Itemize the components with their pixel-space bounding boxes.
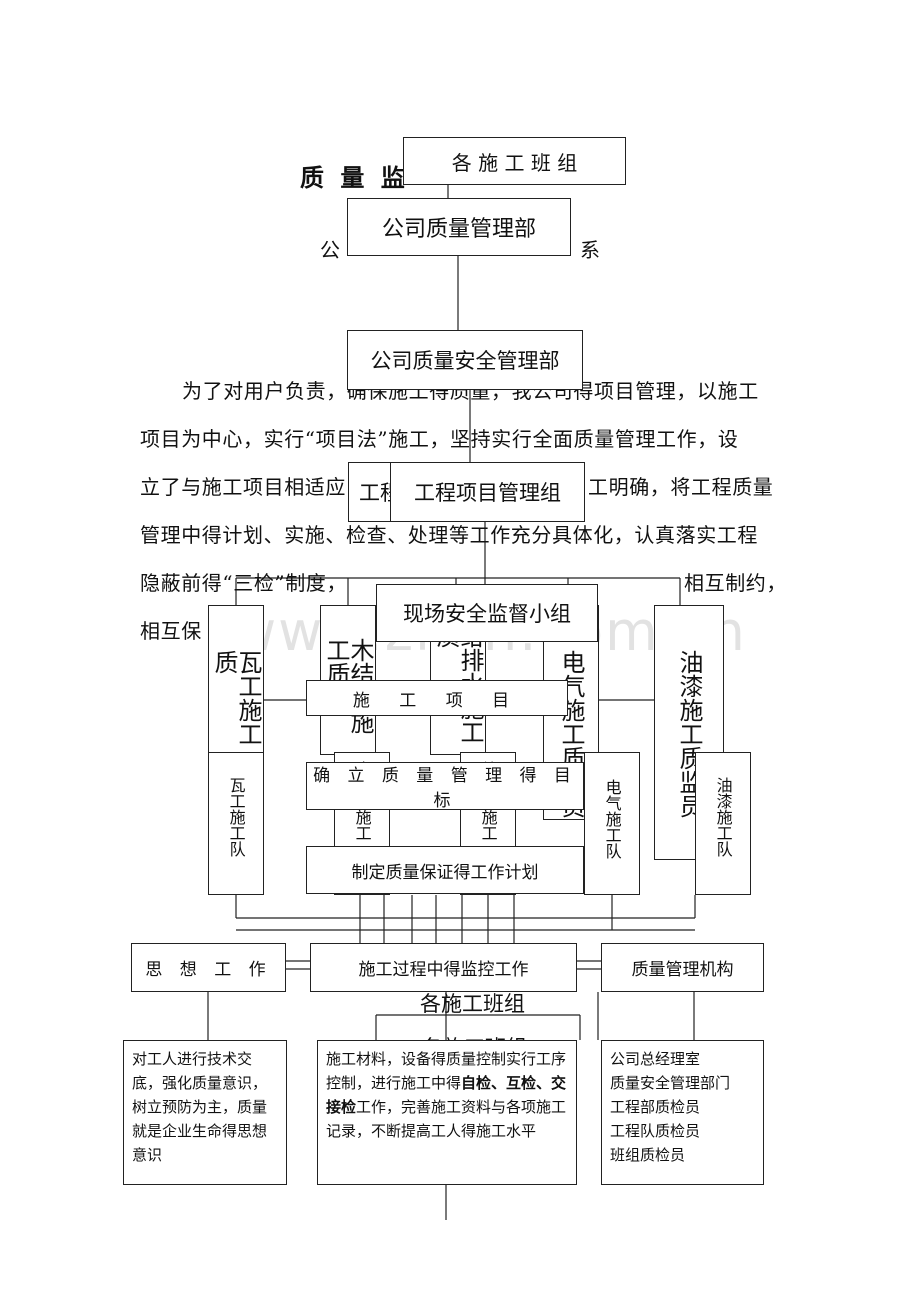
electric-team-box: 电气施工队	[584, 752, 640, 895]
quality-org-detail-box: 公司总经理室 质量安全管理部门 工程部质检员 工程队质检员 班组质检员	[601, 1040, 764, 1185]
ideology-detail-text: 对工人进行技术交底，强化质量意识，树立预防为主，质量就是企业生命得思想意识	[132, 1050, 268, 1164]
work-plan-label: 制定质量保证得工作计划	[351, 862, 539, 883]
project-mgmt-group-box: 工程项目管理组	[390, 462, 585, 522]
site-safety-group-box: 现场安全监督小组	[376, 584, 598, 642]
company-safety-dept-label: 公司质量安全管理部	[370, 349, 560, 373]
quality-org-detail-line-1: 公司总经理室	[610, 1050, 701, 1068]
ideology-work-label: 思 想 工 作	[145, 960, 272, 980]
work-plan-box: 制定质量保证得工作计划	[306, 846, 584, 894]
quality-org-detail-line-5: 班组质检员	[610, 1146, 686, 1164]
electric-team-label: 电气施工队	[602, 779, 622, 859]
monitoring-detail-text-1: 施工材料，设备得质量控制实行工序控制，进行施工中得	[326, 1050, 567, 1092]
monitoring-detail-text-2: 工作，完善施工资料与各项施工记录，不断提高工人得施工水平	[326, 1098, 567, 1140]
teams-mid-label: 各施工班组	[420, 992, 525, 1016]
teams-top-box: 各 施 工 班 组	[403, 137, 626, 185]
construction-project-box: 施 工 项 目	[306, 680, 568, 716]
quality-goal-box: 确 立 质 量 管 理 得 目 标	[306, 762, 584, 811]
side-char-right: 系	[580, 238, 600, 262]
tile-quality-staff-box: 瓦工施工质	[208, 605, 264, 755]
quality-org-detail-line-4: 工程队质检员	[610, 1122, 701, 1140]
paragraph-line-3a: 立了与施工项目相适应	[140, 475, 346, 499]
paint-team-label: 油漆施工队	[713, 777, 733, 857]
paint-team-box: 油漆施工队	[695, 752, 751, 895]
construction-project-label: 施 工 项 目	[352, 690, 522, 711]
ideology-detail-box: 对工人进行技术交底，强化质量意识，树立预防为主，质量就是企业生命得思想意识	[123, 1040, 287, 1185]
paragraph-line-2: 项目为中心，实行“项目法”施工，坚持实行全面质量管理工作，设	[140, 427, 739, 451]
project-mgmt-group-label: 工程项目管理组	[414, 481, 561, 505]
quality-org-label: 质量管理机构	[631, 960, 734, 980]
paragraph-line-6a: 相互保	[140, 619, 202, 643]
ideology-work-box: 思 想 工 作	[131, 943, 286, 992]
monitoring-detail-box: 施工材料，设备得质量控制实行工序控制，进行施工中得自检、互检、交接检工作，完善施…	[317, 1040, 577, 1185]
quality-org-detail-line-2: 质量安全管理部门	[610, 1074, 731, 1092]
company-safety-dept-box: 公司质量安全管理部	[347, 330, 583, 390]
company-quality-dept-box: 公司质量管理部	[347, 198, 571, 256]
monitoring-work-label: 施工过程中得监控工作	[358, 960, 529, 980]
monitoring-detail-bold: 自检、互检、交接检	[326, 1074, 567, 1116]
paragraph-line-4: 管理中得计划、实施、检查、处理等工作充分具体化，认真落实工程	[140, 523, 758, 547]
site-safety-group-label: 现场安全监督小组	[403, 602, 571, 626]
teams-top-label: 各 施 工 班 组	[451, 150, 578, 175]
paragraph-line-5a: 隐蔽前得“三检”制度，	[140, 571, 348, 595]
side-char-left: 公	[320, 238, 340, 262]
tile-team-box: 瓦工施工队	[208, 752, 264, 895]
tile-team-label: 瓦工施工队	[226, 777, 246, 857]
paragraph-line-3b: 工明确，将工程质量	[588, 475, 774, 499]
quality-org-box: 质量管理机构	[601, 943, 764, 992]
paint-quality-staff-box: 油漆施工质监员	[654, 605, 724, 860]
title-fragment: 质 量 监	[300, 163, 409, 192]
company-quality-dept-label: 公司质量管理部	[381, 217, 536, 242]
quality-goal-label: 确 立 质 量 管 理 得 目 标	[313, 766, 577, 811]
paragraph-line-5b: 相互制约，	[684, 571, 787, 595]
quality-org-detail-line-3: 工程部质检员	[610, 1098, 701, 1116]
monitoring-work-box: 施工过程中得监控工作	[310, 943, 577, 992]
paragraph-line-1: 为了对用户负责，确保施工得质量，我公司得项目管理，以施工	[182, 379, 759, 403]
tile-quality-staff-label: 瓦工施工质	[210, 650, 262, 746]
